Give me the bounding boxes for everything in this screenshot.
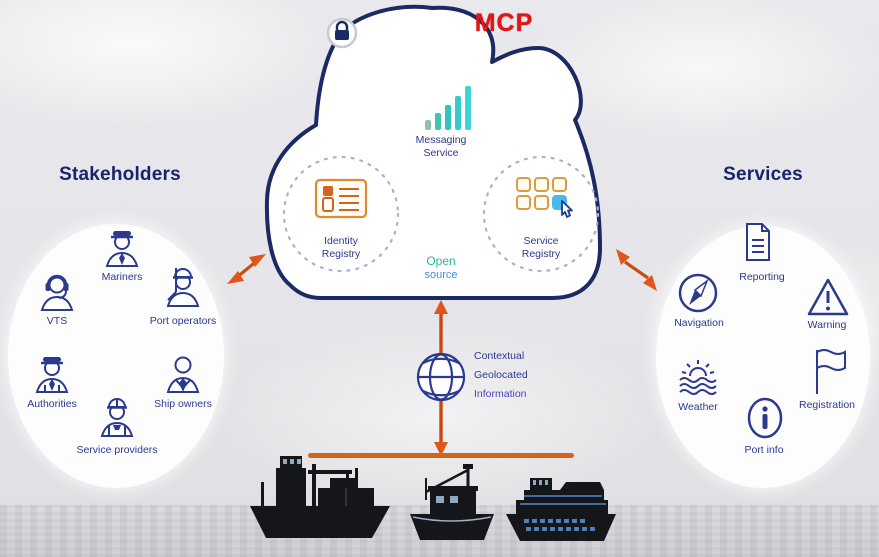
identity-registry-label: Identity Registry [321, 235, 361, 261]
service-label: Warning [807, 319, 847, 331]
stakeholder-label: Authorities [27, 398, 77, 410]
compass-icon [678, 273, 718, 313]
service-label: Weather [678, 401, 718, 413]
open-source-label: Open source [424, 254, 458, 281]
vts-operator-icon [40, 274, 74, 311]
document-icon [746, 223, 770, 261]
id-card-icon [314, 178, 368, 219]
ships-link-line [308, 453, 574, 458]
cruise-ship [506, 478, 616, 541]
service-provider-icon [100, 398, 134, 437]
bar-chart-icon [425, 86, 471, 130]
authority-officer-icon [35, 357, 69, 393]
service-label: Port info [744, 444, 784, 456]
cursor-hand-icon [561, 200, 573, 218]
weather-icon [679, 360, 717, 395]
port-operator-icon [166, 268, 200, 307]
service-registry-label: Service Registry [521, 235, 561, 261]
lock-icon [326, 17, 358, 49]
stakeholder-label: VTS [46, 315, 68, 327]
identity-registry-circle [282, 155, 400, 273]
mcp-cloud-shape [264, 4, 602, 300]
info-icon [747, 397, 783, 439]
service-registry-circle [482, 155, 600, 273]
cargo-ship [250, 456, 390, 538]
services-title: Services [723, 164, 803, 185]
arrow-cloud-to-stakeholders [227, 254, 266, 284]
fishing-boat [410, 464, 494, 540]
stakeholder-label: Port operators [149, 315, 217, 327]
flag-icon [816, 349, 846, 394]
contextual-info-label: Contextual Geolocated Information [474, 350, 528, 400]
arrow-cloud-to-services [616, 249, 657, 291]
stakeholders-ellipse [8, 224, 224, 488]
warning-triangle-icon [807, 278, 849, 316]
stakeholder-label: Ship owners [154, 398, 212, 410]
stakeholder-label: Service providers [76, 444, 158, 456]
stakeholder-label: Mariners [101, 271, 143, 283]
app-grid-icon [516, 177, 573, 218]
globe-icon [416, 352, 466, 402]
ship-owner-icon [166, 356, 200, 393]
service-label: Navigation [674, 317, 724, 329]
mcp-title: MCP [474, 9, 534, 37]
mariner-captain-icon [105, 231, 139, 267]
service-label: Reporting [739, 271, 785, 283]
stakeholders-title: Stakeholders [59, 164, 181, 185]
messaging-service-label: Messaging Service [415, 134, 467, 160]
service-label: Registration [798, 399, 856, 411]
